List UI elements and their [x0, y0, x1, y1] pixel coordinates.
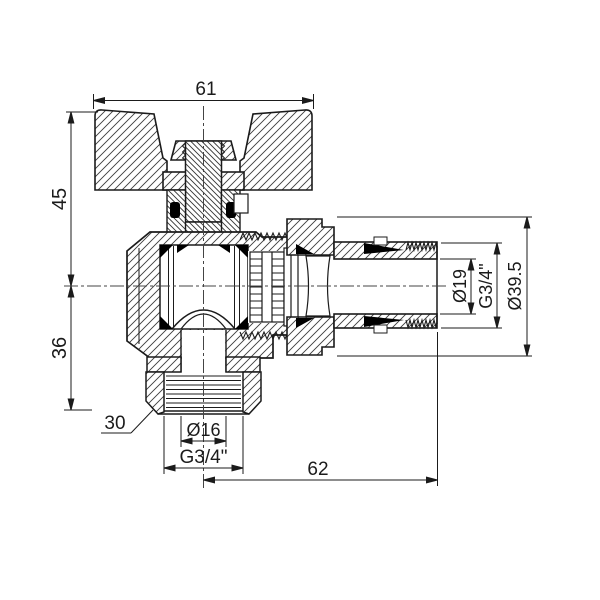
handle-left-wing [94, 109, 168, 191]
stem-seal-right [218, 245, 230, 253]
stem-thread [181, 142, 226, 161]
dim-o16 [180, 416, 227, 447]
dim-o19 [440, 258, 476, 315]
dim-label-45: 45 [49, 188, 71, 210]
ball-seat-seals [160, 245, 248, 329]
body-step-notch [233, 193, 249, 214]
handle-right-wing [239, 109, 313, 191]
dim-45 [66, 111, 98, 287]
pipe-thread [405, 240, 438, 330]
dim-36 [64, 285, 92, 411]
dim-label-61: 61 [195, 79, 216, 100]
stem-seal-left [177, 245, 189, 253]
dim-label-g34-bottom: G3/4" [180, 447, 228, 468]
dim-label-30: 30 [104, 413, 125, 434]
dim-label-62: 62 [307, 459, 328, 480]
dim-label-o39: Ø39.5 [505, 261, 525, 310]
body-outlet-thread [239, 231, 289, 341]
dim-label-o19: Ø19 [450, 269, 470, 303]
o-ring-seal-left [170, 202, 180, 218]
dim-label-g34-right: G3/4" [476, 263, 496, 308]
dim-61 [93, 94, 314, 109]
dim-g34-bottom [163, 416, 244, 474]
inlet-hex-fitting [145, 371, 262, 415]
flow-direction-arrow-top [364, 236, 404, 254]
dim-label-36: 36 [49, 337, 71, 359]
dim-g34-right [441, 242, 502, 329]
spline-insert [249, 247, 331, 327]
outlet-pipe [333, 241, 438, 329]
dim-o39 [337, 216, 532, 357]
flow-direction-arrow-bottom [364, 316, 404, 334]
dim-62 [203, 332, 438, 486]
cone-seals [296, 244, 314, 328]
dim-label-o16: Ø16 [186, 420, 220, 440]
centerlines [64, 106, 446, 488]
dim-30-leader [101, 409, 154, 434]
